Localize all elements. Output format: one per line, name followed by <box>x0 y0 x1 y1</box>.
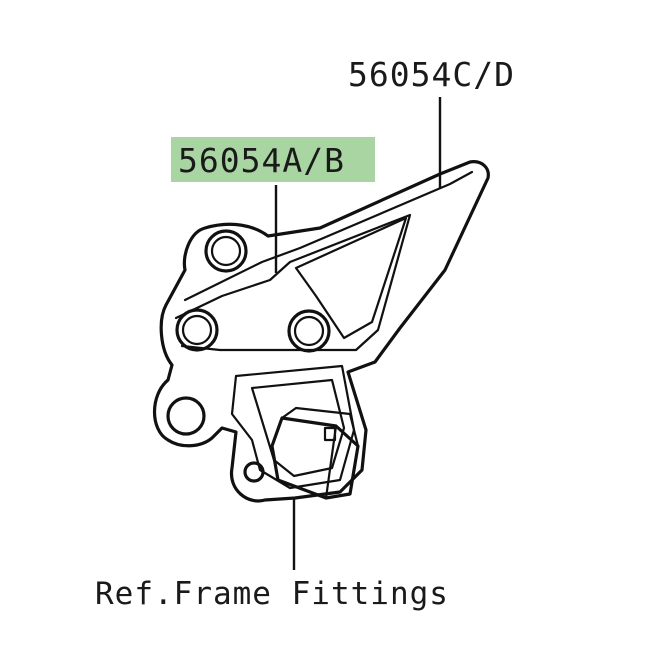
reference-label-frame-fittings[interactable]: Ref.Frame Fittings <box>95 576 449 612</box>
block-front-face <box>270 416 360 500</box>
bracket-inner-ridge <box>174 213 412 352</box>
bracket-upper-edge <box>183 170 474 302</box>
mounting-boss-top-inner <box>210 235 242 267</box>
mounting-boss-left-inner <box>181 314 213 346</box>
block-top-face <box>280 406 360 448</box>
block-slot <box>323 426 337 442</box>
bolt-hole-small <box>243 461 265 483</box>
mounting-boss-lower <box>166 396 206 436</box>
mounting-boss-left <box>175 308 219 352</box>
mounting-boss-center-inner <box>293 315 325 347</box>
bracket-outer-outline <box>153 160 490 503</box>
part-label-56054cd[interactable]: 56054C/D <box>348 55 515 94</box>
bracket-cutout <box>294 216 408 340</box>
part-label-highlight <box>171 137 375 182</box>
footrest-bracket-part <box>153 160 490 503</box>
part-label-56054ab[interactable]: 56054A/B <box>178 141 345 180</box>
arm-outline <box>230 364 356 490</box>
mounting-boss-center <box>287 309 331 353</box>
footpeg-mount-block <box>270 406 360 500</box>
mounting-boss-top <box>204 229 248 273</box>
